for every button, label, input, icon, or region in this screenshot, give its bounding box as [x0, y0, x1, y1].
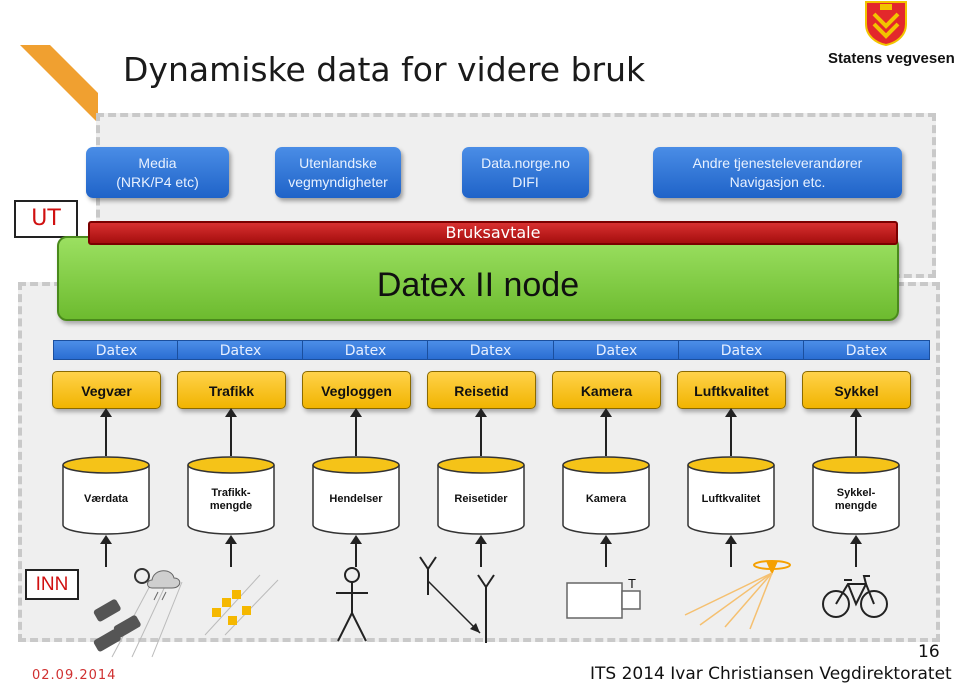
arrow-up: [100, 408, 112, 456]
category-vegvaer: Vegvær: [52, 371, 161, 409]
datex-label: Datex: [177, 340, 304, 360]
arrow-up: [850, 535, 862, 567]
database-icon: [687, 456, 775, 535]
datex-label: Datex: [678, 340, 805, 360]
camera-tag: T: [628, 576, 636, 591]
arrow-up: [600, 535, 612, 567]
ut-label: UT: [14, 200, 78, 238]
consumer-other-providers: Andre tjenesteleverandører Navigasjon et…: [653, 147, 902, 198]
database-icon: [437, 456, 525, 535]
consumer-media: Media (NRK/P4 etc): [86, 147, 229, 198]
database-icon: [312, 456, 400, 535]
source-vaerdata: Værdata: [83, 493, 129, 505]
category-vegloggen: Vegloggen: [302, 371, 411, 409]
arrow-up: [100, 535, 112, 567]
category-reisetid: Reisetid: [427, 371, 536, 409]
page-number: 16: [918, 642, 940, 662]
antenna-icon: [419, 556, 495, 643]
category-sykkel: Sykkel: [802, 371, 911, 409]
category-kamera: Kamera: [552, 371, 661, 409]
consumer-data-norge: Data.norge.no DIFI: [462, 147, 589, 198]
arrow-up: [350, 535, 362, 567]
arrow-up: [725, 535, 737, 567]
camera-icon: [566, 582, 641, 619]
arrow-up: [475, 408, 487, 456]
arrow-up: [725, 408, 737, 456]
page-title: Dynamiske data for videre bruk: [123, 50, 646, 89]
datex-label: Datex: [553, 340, 680, 360]
arrow-up: [350, 408, 362, 456]
arrow-up: [850, 408, 862, 456]
source-hendelser: Hendelser: [329, 493, 383, 505]
weather-road-icon: [93, 568, 183, 658]
source-luftkvalitet: Luftkvalitet: [701, 493, 761, 505]
footer-info: ITS 2014 Ivar Christiansen Vegdirektorat…: [590, 664, 952, 684]
arrow-up: [600, 408, 612, 456]
corner-decoration: [20, 45, 98, 123]
source-trafikkmengde: Trafikk- mengde: [209, 487, 253, 512]
arrow-up: [475, 535, 487, 567]
source-sykkelmengde: Sykkel- mengde: [834, 487, 878, 512]
datex-label: Datex: [427, 340, 554, 360]
arrow-up: [225, 535, 237, 567]
category-luftkvalitet: Luftkvalitet: [677, 371, 786, 409]
inn-label: INN: [25, 569, 79, 600]
source-reisetider: Reisetider: [454, 493, 508, 505]
database-icon: [62, 456, 150, 535]
category-trafikk: Trafikk: [177, 371, 286, 409]
traffic-counter-icon: [204, 574, 279, 636]
brand-name: Statens vegvesen: [828, 50, 955, 67]
database-icon: [187, 456, 275, 535]
source-kamera: Kamera: [585, 493, 627, 505]
consumer-foreign-road-authorities: Utenlandske vegmyndigheter: [275, 147, 401, 198]
database-icon: [562, 456, 650, 535]
datex-label: Datex: [53, 340, 180, 360]
person-icon: [336, 567, 368, 642]
footer-date: 02.09.2014: [32, 668, 117, 683]
datex-label: Datex: [803, 340, 930, 360]
statens-vegvesen-logo-icon: [865, 1, 907, 46]
database-icon: [812, 456, 900, 535]
datex-node: Datex II node: [57, 236, 899, 321]
datex-label: Datex: [302, 340, 429, 360]
arrow-up: [225, 408, 237, 456]
air-quality-icon: [684, 560, 791, 630]
bruksavtale-bar: Bruksavtale: [88, 221, 898, 245]
bicycle-icon: [822, 575, 888, 618]
